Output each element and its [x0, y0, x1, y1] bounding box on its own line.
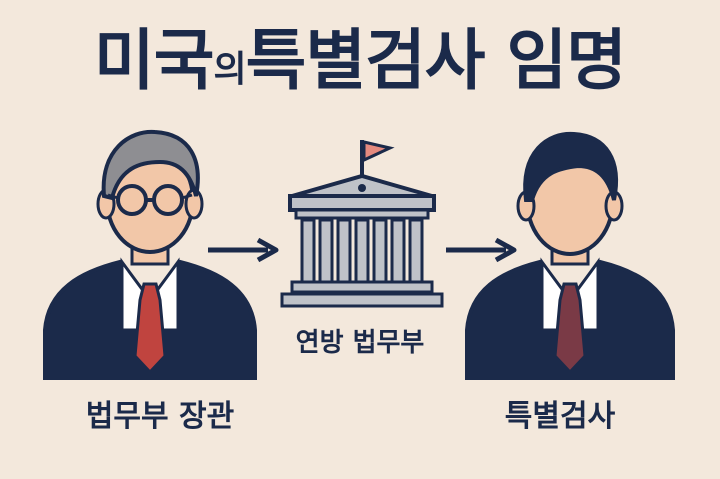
label-attorney-general: 법무부 장관 — [85, 399, 235, 434]
label-special-counsel: 특별검사 — [504, 399, 616, 434]
person-younger-icon — [465, 131, 675, 380]
page-title: 미국의특별검사 임명 — [0, 28, 720, 94]
person-older-icon — [43, 129, 257, 380]
arrow-right-icon — [208, 237, 279, 263]
courthouse-icon — [280, 140, 444, 308]
arrow-right-icon — [446, 237, 517, 263]
title-main-b: 특별검사 임명 — [245, 22, 627, 99]
title-main-a: 미국 — [94, 22, 214, 99]
title-particle: 의 — [213, 49, 247, 90]
label-department: 연방 법무부 — [295, 328, 425, 358]
